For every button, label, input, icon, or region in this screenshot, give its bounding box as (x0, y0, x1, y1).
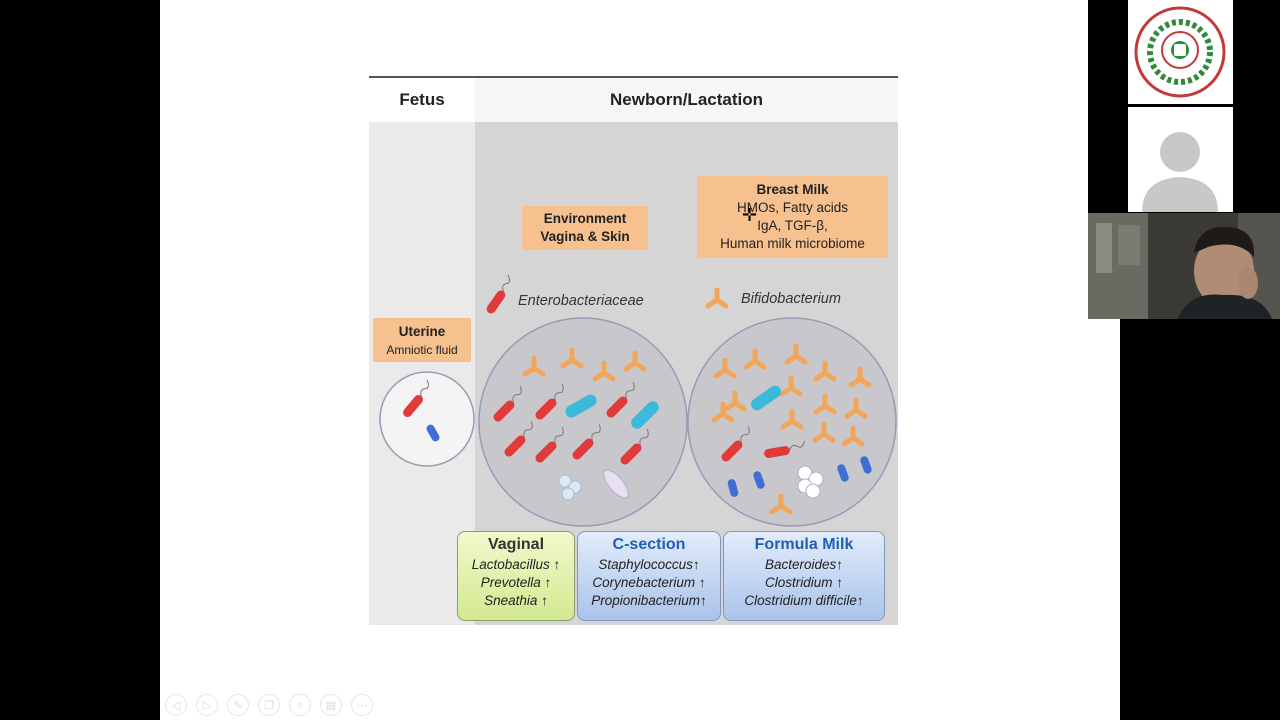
more-icon[interactable]: ⋯ (351, 694, 373, 716)
pen-icon[interactable]: ✎ (227, 694, 249, 716)
crosshair-cursor-icon: ✛ (742, 205, 758, 225)
c-section-title: C-section (612, 536, 686, 553)
fetus-circle (379, 371, 475, 467)
back-icon[interactable]: ◁ (165, 694, 187, 716)
forward-icon[interactable]: ▷ (196, 694, 218, 716)
vaginal-delivery-tag: Vaginal Lactobacillus ↑ Prevotella ↑ Sne… (457, 531, 575, 621)
enterobacteriaceae-label: Enterobacteriaceae (518, 293, 644, 309)
bacteria-illustration (379, 274, 897, 527)
formula-milk-title: Formula Milk (754, 536, 854, 553)
participant-video-tile[interactable] (1088, 213, 1280, 319)
formula-milk-item-3: Clostridium difficile↑ (744, 593, 864, 608)
vaginal-title: Vaginal (487, 536, 545, 553)
environment-line1: Environment (543, 211, 627, 226)
avatar (1142, 132, 1218, 212)
breast-milk-title: Breast Milk (756, 182, 829, 197)
formula-milk-item-2: Clostridium ↑ (764, 575, 843, 590)
breast-milk-line3: Human milk microbiome (720, 236, 865, 251)
vaginal-skin-circle (478, 317, 688, 527)
zoom-icon[interactable]: ⌕ (289, 694, 311, 716)
breast-milk-bacteria (714, 346, 873, 512)
environment-line2: Vagina & Skin (540, 229, 630, 244)
participant-avatar-tile[interactable] (1128, 107, 1233, 212)
environment-box: Environment Vagina & Skin (522, 206, 648, 250)
c-section-item-2: Corynebacterium ↑ (592, 575, 706, 590)
vaginal-item-2: Prevotella ↑ (480, 575, 552, 590)
video-feed (1088, 213, 1280, 319)
enterobacteriaceae-legend-icon (483, 274, 517, 316)
vaginal-skin-bacteria (490, 350, 662, 501)
uterine-subtitle: Amniotic fluid (386, 343, 458, 357)
organization-logo (1134, 6, 1226, 98)
breast-milk-line1: HMOs, Fatty acids (736, 200, 849, 215)
figure-top-rule (369, 76, 898, 78)
copy-icon[interactable]: ❐ (258, 694, 280, 716)
slides-icon[interactable]: ▤ (320, 694, 342, 716)
organization-logo-tile[interactable] (1128, 0, 1233, 104)
bifidobacterium-label: Bifidobacterium (741, 291, 841, 307)
breast-milk-line2: IgA, TGF-β, (757, 218, 828, 233)
formula-milk-item-1: Bacteroides↑ (764, 557, 844, 572)
vaginal-item-1: Lactobacillus ↑ (471, 557, 561, 572)
formula-milk-tag: Formula Milk Bacteroides↑ Clostridium ↑ … (723, 531, 885, 621)
c-section-tag: C-section Staphylococcus↑ Corynebacteriu… (577, 531, 721, 621)
uterine-title: Uterine (398, 324, 446, 339)
header-newborn: Newborn/Lactation (475, 78, 898, 122)
slide-toolbar: ◁ ▷ ✎ ❐ ⌕ ▤ ⋯ (165, 694, 373, 716)
microbiome-figure: Fetus Newborn/Lactation Uterine Amniotic… (369, 76, 898, 625)
c-section-item-3: Propionibacterium↑ (591, 593, 707, 608)
uterine-box: Uterine Amniotic fluid (373, 318, 471, 362)
bifidobacterium-legend-icon (708, 290, 726, 306)
breast-milk-box: Breast Milk HMOs, Fatty acids IgA, TGF-β… (697, 176, 888, 258)
header-fetus: Fetus (369, 78, 475, 122)
slide-canvas-edge (1088, 318, 1120, 720)
vaginal-item-3: Sneathia ↑ (484, 593, 548, 608)
c-section-item-1: Staphylococcus↑ (598, 557, 700, 572)
